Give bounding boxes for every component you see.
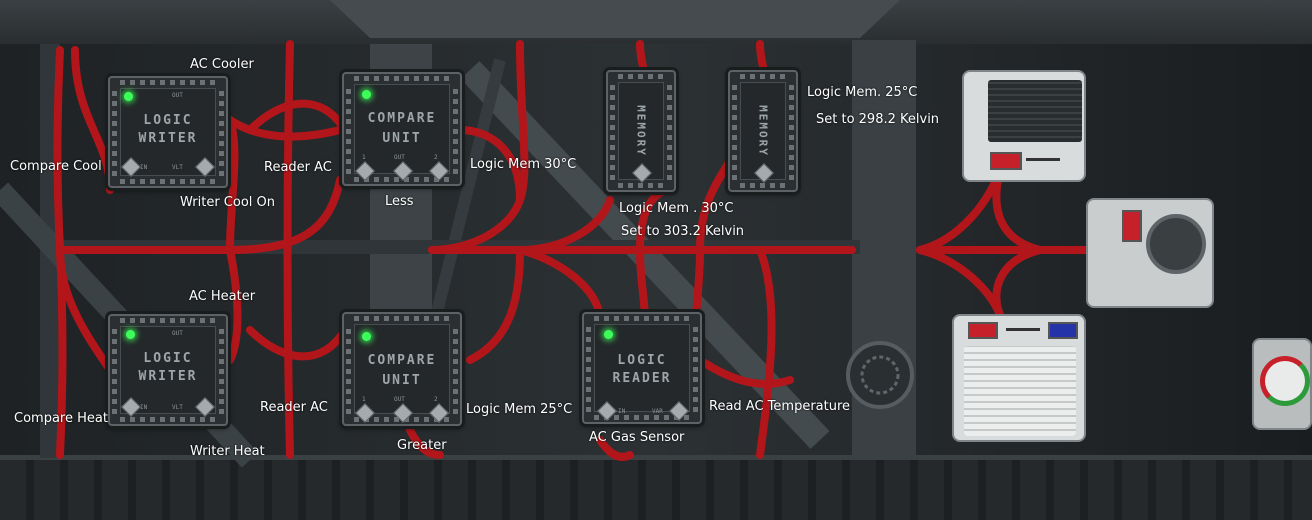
port-label-in: IN: [140, 404, 148, 411]
port-label-out: OUT: [394, 154, 405, 161]
port-label-2: 2: [434, 396, 438, 403]
logic-memory-30c[interactable]: MEMORY: [606, 70, 676, 192]
power-led-icon: [362, 332, 371, 341]
label-compare-heat: Compare Heat: [14, 411, 108, 426]
cooler-switch-icon: [1026, 158, 1060, 161]
label-logic-mem-25-bottom: Logic Mem 25°C: [466, 402, 573, 417]
module-title-line1: LOGIC: [617, 353, 667, 368]
power-led-icon: [362, 90, 371, 99]
module-title-line2: UNIT: [382, 373, 422, 388]
heater-red-indicator: [968, 322, 998, 339]
label-writer-heat: Writer Heat: [190, 444, 265, 459]
port-label-1: 1: [362, 396, 366, 403]
power-led-icon: [126, 330, 135, 339]
power-led-icon: [124, 92, 133, 101]
fan-red-switch: [1122, 210, 1142, 242]
label-set-303: Set to 303.2 Kelvin: [621, 224, 745, 239]
label-logic-mem-25-right: Logic Mem. 25°C: [807, 85, 918, 100]
label-logic-mem-30-left: Logic Mem 30°C: [470, 157, 577, 172]
logic-reader[interactable]: LOGIC READER IN VAR: [582, 312, 702, 424]
logic-writer-heat[interactable]: OUT LOGIC WRITER IN VLT: [108, 314, 228, 426]
label-reader-ac-top: Reader AC: [264, 160, 332, 175]
module-title-line1: LOGIC: [143, 113, 193, 128]
heater-switch-icon: [1006, 328, 1040, 331]
compare-unit-greater[interactable]: COMPARE UNIT 1 OUT 2: [342, 312, 462, 426]
module-title-line1: COMPARE: [367, 111, 437, 126]
label-greater: Greater: [397, 438, 447, 453]
label-writer-cool-on: Writer Cool On: [180, 195, 275, 210]
label-reader-ac-bottom: Reader AC: [260, 400, 328, 415]
port-label-1: 1: [362, 154, 366, 161]
compare-unit-less[interactable]: COMPARE UNIT 1 OUT 2: [342, 72, 462, 186]
cooler-grille: [988, 80, 1082, 142]
port-label-vlt: VLT: [172, 164, 183, 171]
gauge-dial-icon: [1260, 356, 1310, 406]
port-label-out: OUT: [172, 92, 183, 99]
label-read-ac-temperature: Read AC Temperature: [709, 399, 851, 414]
memory-title: MEMORY: [634, 105, 648, 157]
logic-writer-cool[interactable]: OUT LOGIC WRITER IN VLT: [108, 76, 228, 188]
label-set-298: Set to 298.2 Kelvin: [816, 112, 940, 127]
port-label-out: OUT: [394, 396, 405, 403]
ceiling-panel: [330, 0, 900, 38]
module-title-line2: UNIT: [382, 131, 422, 146]
module-title-line1: COMPARE: [367, 353, 437, 368]
floor-grate: [0, 458, 1312, 520]
power-led-icon: [604, 330, 613, 339]
label-ac-heater: AC Heater: [189, 289, 256, 304]
vent-fan: [846, 341, 914, 409]
heater-grille: [964, 346, 1076, 436]
label-ac-gas-sensor: AC Gas Sensor: [589, 430, 685, 445]
label-less: Less: [385, 194, 414, 209]
module-title-line2: READER: [612, 371, 672, 386]
port-label-var: VAR: [652, 408, 663, 415]
fan-icon: [1146, 214, 1206, 274]
module-title-line2: WRITER: [138, 369, 198, 384]
red-wiring: [53, 40, 1094, 461]
logic-memory-25c[interactable]: MEMORY: [728, 70, 798, 192]
port-label-in: IN: [618, 408, 626, 415]
ac-heater-unit[interactable]: [952, 314, 1086, 442]
port-label-vlt: VLT: [172, 404, 183, 411]
ac-cooler-unit[interactable]: [962, 70, 1086, 182]
module-title-line1: LOGIC: [143, 351, 193, 366]
ac-fan-unit[interactable]: [1086, 198, 1214, 308]
gauge-unit: [1252, 338, 1312, 430]
label-compare-cool: Compare Cool: [10, 159, 102, 174]
heater-blue-indicator: [1048, 322, 1078, 339]
label-ac-cooler: AC Cooler: [190, 57, 254, 72]
port-label-2: 2: [434, 154, 438, 161]
port-label-in: IN: [140, 164, 148, 171]
cooler-red-indicator: [990, 152, 1022, 170]
label-logic-mem-30-mid: Logic Mem . 30°C: [619, 201, 734, 216]
memory-title: MEMORY: [756, 105, 770, 157]
module-title-line2: WRITER: [138, 131, 198, 146]
port-label-out: OUT: [172, 330, 183, 337]
